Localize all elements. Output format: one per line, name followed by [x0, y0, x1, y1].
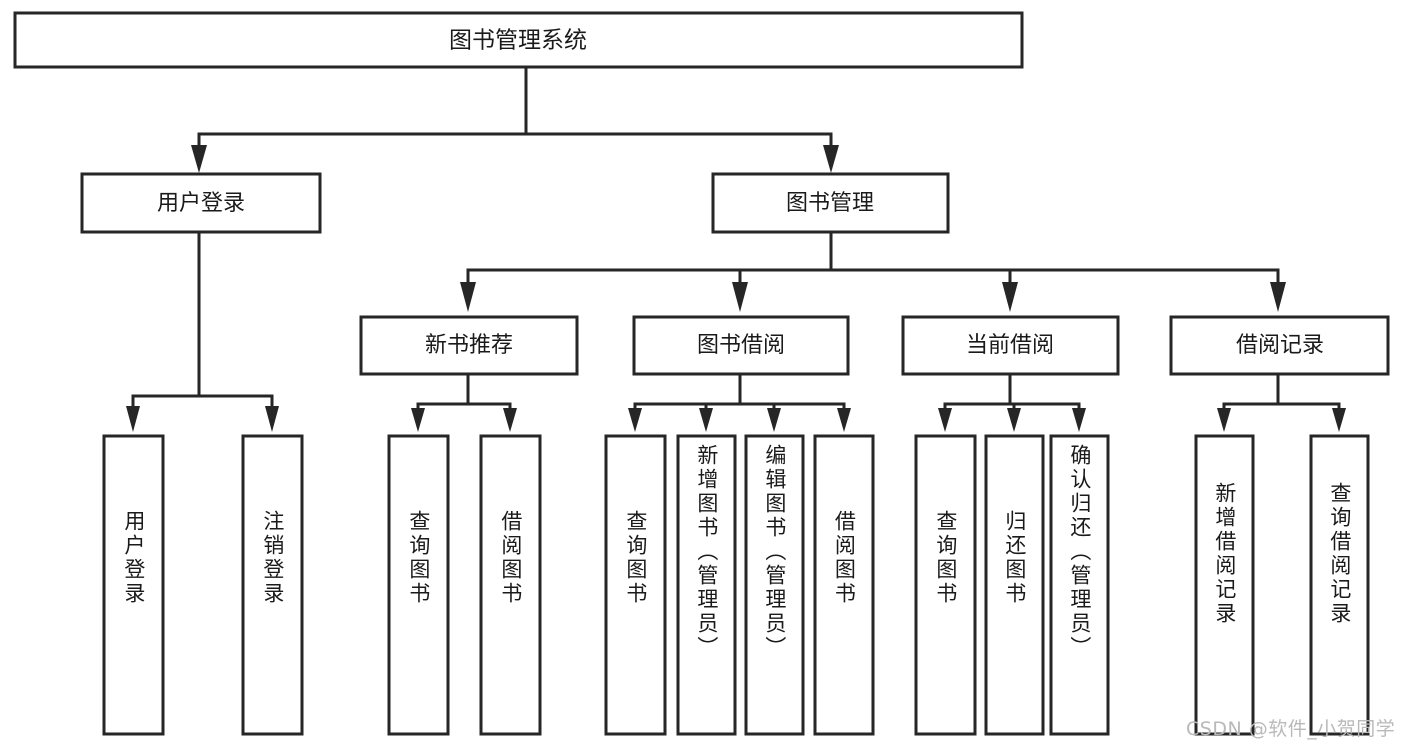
arrow-head-user-login [191, 145, 207, 173]
node-current-borrow-rect[interactable] [901, 315, 1120, 376]
connector-group-bookborrow-children [628, 372, 851, 432]
node-leaf-9-rect[interactable] [914, 434, 977, 736]
arrow-head-leaf-12 [1217, 408, 1231, 432]
node-borrow-record-rect[interactable] [1169, 315, 1390, 376]
node-borrow-record[interactable]: 借阅记录 [1169, 315, 1390, 376]
arrow-head-leaf-8 [837, 408, 851, 432]
arrow-head-leaf-6 [699, 408, 713, 432]
node-leaf-3-rect[interactable] [387, 434, 450, 736]
connector-group-root-to-level1 [191, 66, 839, 173]
node-book-management-rect[interactable] [711, 172, 950, 234]
arrow-head-leaf-9 [938, 408, 952, 432]
node-user-login-rect[interactable] [80, 172, 322, 234]
node-borrow-record-label: 借阅记录 [1236, 333, 1324, 358]
node-leaf-11-rect[interactable] [1049, 434, 1110, 736]
node-leaf-4-rect[interactable] [479, 434, 542, 736]
node-current-borrow-label: 当前借阅 [966, 333, 1054, 358]
node-book-borrow-rect[interactable] [632, 315, 850, 376]
node-user-login[interactable]: 用户登录 [80, 172, 322, 234]
arrow-head-leaf-4 [503, 408, 517, 432]
node-root-label: 图书管理系统 [449, 28, 587, 54]
arrow-head-leaf-2 [265, 406, 279, 432]
node-leaf-7-rect[interactable] [744, 434, 805, 736]
node-book-management[interactable]: 图书管理 [711, 172, 950, 234]
arrow-head-borrow-record [1270, 282, 1286, 312]
node-leaf-2-rect[interactable] [241, 434, 304, 736]
arrow-head-leaf-13 [1332, 408, 1346, 432]
node-leaf-13-rect[interactable] [1309, 434, 1370, 736]
connector-group-currentborrow-children [938, 372, 1086, 432]
connector-group-borrowrecord-children [1217, 372, 1346, 432]
arrow-head-new-book [460, 282, 476, 312]
arrow-head-leaf-7 [767, 408, 781, 432]
node-book-borrow-label: 图书借阅 [697, 333, 785, 358]
node-user-login-label: 用户登录 [157, 191, 245, 216]
arrow-head-leaf-1 [126, 406, 140, 432]
node-leaf-10-rect[interactable] [984, 434, 1045, 736]
node-current-borrow[interactable]: 当前借阅 [901, 315, 1120, 376]
connector-group-newbook-children [411, 372, 517, 432]
arrow-head-leaf-10 [1007, 408, 1021, 432]
node-leaf-6-rect[interactable] [676, 434, 737, 736]
node-leaf-1-rect[interactable] [102, 434, 165, 736]
arrow-head-book-mgmt [823, 145, 839, 173]
node-new-book-recommend[interactable]: 新书推荐 [359, 315, 579, 376]
node-root-rect[interactable] [13, 11, 1024, 69]
connector-group-bookmgmt-children [460, 230, 1286, 312]
connector-group-userlogin-children [126, 230, 279, 432]
arrow-head-book-borrow [732, 282, 748, 312]
node-new-book-recommend-label: 新书推荐 [425, 333, 513, 358]
node-new-book-recommend-rect[interactable] [359, 315, 579, 376]
node-book-management-label: 图书管理 [786, 191, 874, 216]
watermark-text: CSDN @软件_小贺同学 [1186, 718, 1396, 740]
node-leaf-5-rect[interactable] [604, 434, 667, 736]
arrow-head-current-borrow [1002, 282, 1018, 312]
node-leaf-8-rect[interactable] [813, 434, 875, 736]
arrow-head-leaf-3 [411, 408, 425, 432]
node-leaf-12-rect[interactable] [1194, 434, 1255, 736]
node-book-borrow[interactable]: 图书借阅 [632, 315, 850, 376]
arrow-head-leaf-11 [1072, 408, 1086, 432]
arrow-head-leaf-5 [628, 408, 642, 432]
node-root[interactable]: 图书管理系统 [13, 11, 1024, 69]
